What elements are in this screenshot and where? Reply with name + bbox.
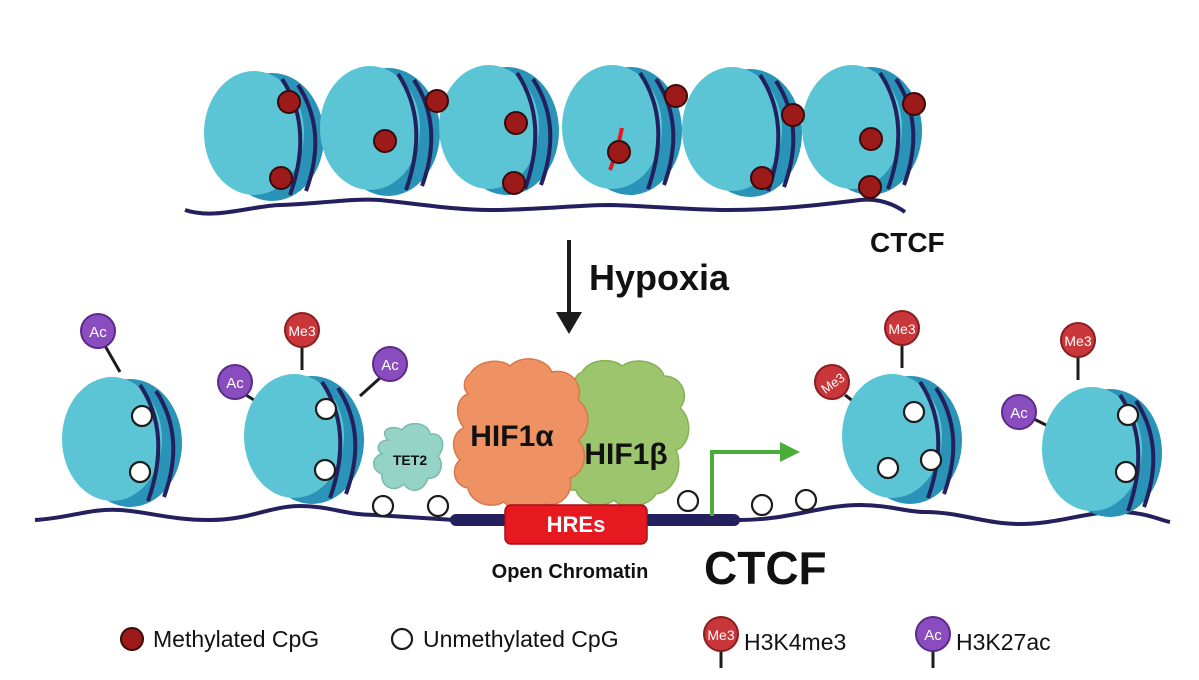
unmethylated-cpg (919, 448, 943, 472)
legend-me3-badge-label: Me3 (707, 627, 734, 643)
nucleosome (242, 372, 366, 506)
nucleosome (60, 375, 184, 509)
legend-h3k4me3-label: H3K4me3 (744, 629, 846, 655)
methylated-cpg (858, 175, 882, 199)
legend-unmethylated-label: Unmethylated CpG (423, 626, 619, 652)
nucleosome (1040, 385, 1164, 519)
methylated-cpg (664, 84, 688, 108)
methylated-cpg (504, 111, 528, 135)
legend-methylated-icon (120, 627, 144, 651)
me3-mark: Me3 (884, 310, 920, 368)
methylated-cpg (781, 103, 805, 127)
open-chromatin-label: Open Chromatin (492, 561, 649, 583)
methylated-cpg (269, 166, 293, 190)
ctcf-label-bottom: CTCF (704, 542, 827, 594)
methylated-cpg (859, 127, 883, 151)
legend-methylated-label: Methylated CpG (153, 626, 319, 652)
legend-h3k27ac-label: H3K27ac (956, 629, 1051, 655)
me3-mark: Me3 (284, 312, 320, 370)
methylated-cpg (277, 90, 301, 114)
methylated-cpg (750, 166, 774, 190)
legend-unmethylated-icon (390, 627, 414, 651)
hypoxia-label: Hypoxia (589, 257, 730, 298)
ac-mark: Ac (80, 313, 122, 373)
unmethylated-cpg (128, 460, 152, 484)
methylated-cpg (902, 92, 926, 116)
hif1a-label: HIF1α (470, 420, 554, 453)
unmethylated-cpg (1116, 403, 1140, 427)
ctcf-label-top: CTCF (870, 227, 945, 258)
tet2-label: TET2 (393, 452, 427, 468)
methylated-cpg (607, 140, 631, 164)
dna-strand-bottom (34, 502, 1171, 527)
methylated-cpg (502, 171, 526, 195)
dna-strand-top (184, 197, 907, 216)
ac-mark-label: Ac (226, 375, 244, 392)
unmethylated-cpg (876, 456, 900, 480)
unmethylated-cpg (130, 404, 154, 428)
open-chromatin-row: Ac Me3 Ac Ac Me3 Me3 (34, 310, 1171, 594)
unmethylated-cpg (371, 494, 395, 518)
unmethylated-cpg (902, 400, 926, 424)
hif1a-protein: HIF1α (452, 358, 589, 512)
me3-mark-label: Me3 (288, 323, 315, 339)
me3-mark: Me3 (1060, 322, 1096, 380)
me3-mark-label: Me3 (888, 321, 915, 337)
transcription-arrow-icon (710, 442, 800, 516)
nucleosome (437, 63, 561, 197)
legend-h3k4me3-icon: Me3 (703, 616, 739, 668)
unmethylated-cpg (794, 488, 818, 512)
me3-mark: Me3 (814, 364, 863, 410)
methylated-cpg (425, 89, 449, 113)
unmethylated-cpg (750, 493, 774, 517)
unmethylated-cpg (426, 494, 450, 518)
legend: Methylated CpG Unmethylated CpG Me3 H3K4… (120, 616, 1051, 668)
unmethylated-cpg (1114, 460, 1138, 484)
hres-label: HREs (547, 512, 606, 537)
closed-chromatin-row: CTCF (184, 63, 945, 258)
methylated-cpg (373, 129, 397, 153)
nucleosome (202, 69, 326, 203)
legend-h3k27ac-icon: Ac (915, 616, 951, 668)
hres-element: HREs (504, 504, 648, 545)
legend-ac-badge-label: Ac (924, 627, 942, 644)
hypoxia-transition: Hypoxia (556, 240, 730, 334)
ac-mark-label: Ac (381, 357, 399, 374)
me3-mark-label: Me3 (1064, 333, 1091, 349)
ac-mark: Ac (358, 346, 408, 398)
ac-mark-label: Ac (1010, 405, 1028, 422)
unmethylated-cpg (313, 458, 337, 482)
hif1b-protein: HIF1β (559, 359, 690, 507)
nucleosome (680, 65, 804, 199)
nucleosome (840, 372, 964, 506)
arrowhead-icon (556, 312, 582, 334)
hif1b-label: HIF1β (584, 438, 667, 471)
nucleosome (800, 63, 924, 197)
tet2-protein: TET2 (373, 422, 444, 491)
ac-mark: Ac (1001, 394, 1053, 430)
unmethylated-cpg (676, 489, 700, 513)
ac-mark-label: Ac (89, 324, 107, 341)
unmethylated-cpg (314, 397, 338, 421)
